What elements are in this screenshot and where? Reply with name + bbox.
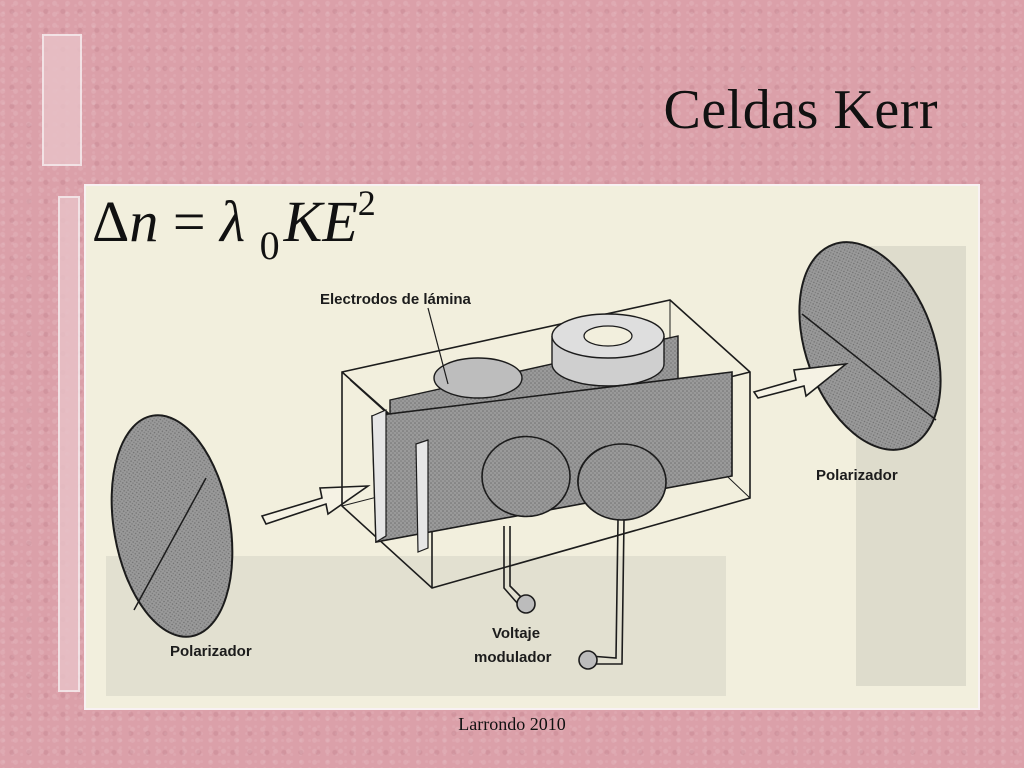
formula-lambda: λ bbox=[220, 189, 246, 254]
electrodes-pointer bbox=[427, 307, 449, 385]
slide-footer: Larrondo 2010 bbox=[458, 714, 566, 734]
output-light-arrow bbox=[752, 362, 849, 399]
kerr-cell-diagram: Electrodos de lámina Polarizador Polariz… bbox=[106, 241, 966, 696]
slide-title: Celdas Kerr bbox=[663, 79, 938, 141]
formula-e: E bbox=[322, 189, 358, 254]
voltage-label-line2: modulador bbox=[474, 649, 552, 666]
kerr-formula: Δn = λ 0KE2 bbox=[92, 183, 376, 268]
front-terminal bbox=[481, 435, 667, 521]
formula-k: K bbox=[283, 189, 323, 254]
input-light-arrow bbox=[260, 485, 371, 525]
decorative-top-bar bbox=[42, 34, 82, 166]
formula-equals: = bbox=[158, 189, 221, 254]
voltage-leads bbox=[503, 519, 625, 670]
left-polarizer bbox=[110, 414, 234, 638]
right-polarizer-label: Polarizador bbox=[816, 467, 898, 484]
left-polarizer-label: Polarizador bbox=[170, 643, 252, 660]
top-terminal bbox=[433, 313, 665, 399]
formula-n: n bbox=[129, 189, 159, 254]
decorative-left-bar bbox=[58, 196, 80, 692]
formula-subscript: 0 bbox=[259, 223, 280, 268]
electrodes-label: Electrodos de lámina bbox=[320, 291, 472, 308]
right-polarizer bbox=[798, 241, 942, 451]
voltage-label-line1: Voltaje bbox=[492, 625, 540, 642]
formula-delta: Δ bbox=[92, 189, 130, 254]
kerr-cell-figure: Electrodos de lámina Polarizador Polariz… bbox=[84, 184, 980, 710]
formula-exponent: 2 bbox=[357, 183, 376, 223]
